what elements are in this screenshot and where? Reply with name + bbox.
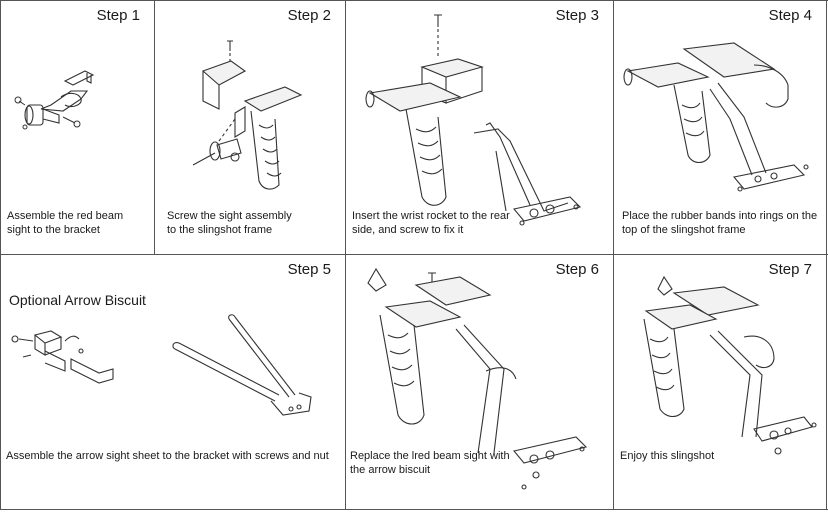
panel-step-4: Step 4 Place the rubber bands into rings…: [614, 1, 826, 254]
step-2-label: Step 2: [287, 7, 331, 24]
panel-step-2: Step 2 Screw the sight assembly to the s…: [155, 1, 345, 254]
panel-step-5: Step 5 Optional Arrow Biscuit: [1, 255, 345, 509]
step-1-label: Step 1: [96, 7, 140, 24]
step-2-caption: Screw the sight assembly to the slingsho…: [167, 210, 292, 236]
rubber-bands-icon: [614, 1, 826, 254]
grid-col-divider-3: [613, 0, 614, 510]
grid-left: [0, 0, 1, 510]
bracket-icon: [1, 1, 154, 254]
slingshot-frame-icon: [614, 255, 826, 509]
step-4-label: Step 4: [768, 7, 812, 24]
grid-bottom: [0, 509, 828, 510]
wrist-brace-icon: [346, 1, 613, 254]
panel-step-3: Step 3 Insert the w: [346, 1, 613, 254]
step-7-caption: Enjoy this slingshot: [620, 450, 715, 462]
slingshot-frame-icon: [155, 1, 345, 254]
rubber-bands-icon: [173, 315, 311, 415]
step-7-label: Step 7: [768, 261, 812, 278]
grid-col-divider-2: [345, 0, 346, 510]
screw-icon: [15, 97, 80, 129]
slingshot-frame-icon: [346, 255, 613, 509]
step-4-caption: Place the rubber bands into rings on the…: [622, 210, 818, 236]
step-5-heading: Optional Arrow Biscuit: [9, 292, 146, 308]
panel-step-7: Step 7 Enjoy this slingshot: [614, 255, 826, 509]
panel-step-6: Step 6 Replace the lred beam sight with …: [346, 255, 613, 509]
grid-right: [826, 0, 827, 510]
grid-col-divider-1: [154, 0, 155, 254]
step-6-caption: Replace the lred beam sight with the arr…: [350, 450, 510, 476]
step-6-label: Step 6: [555, 261, 599, 278]
grid-top: [0, 0, 828, 1]
step-1-caption: Assemble the red beam sight to the brack…: [7, 210, 124, 236]
step-5-label: Step 5: [287, 261, 331, 278]
arrow-biscuit-icon: [1, 255, 345, 509]
step-3-label: Step 3: [555, 7, 599, 24]
grid-row-divider: [0, 254, 828, 255]
panel-step-1: Step 1 Assemble the red beam sight to th…: [1, 1, 154, 254]
step-5-caption: Assemble the arrow sight sheet to the br…: [6, 450, 329, 462]
step-3-caption: Insert the wrist rocket to the rear side…: [352, 210, 510, 236]
